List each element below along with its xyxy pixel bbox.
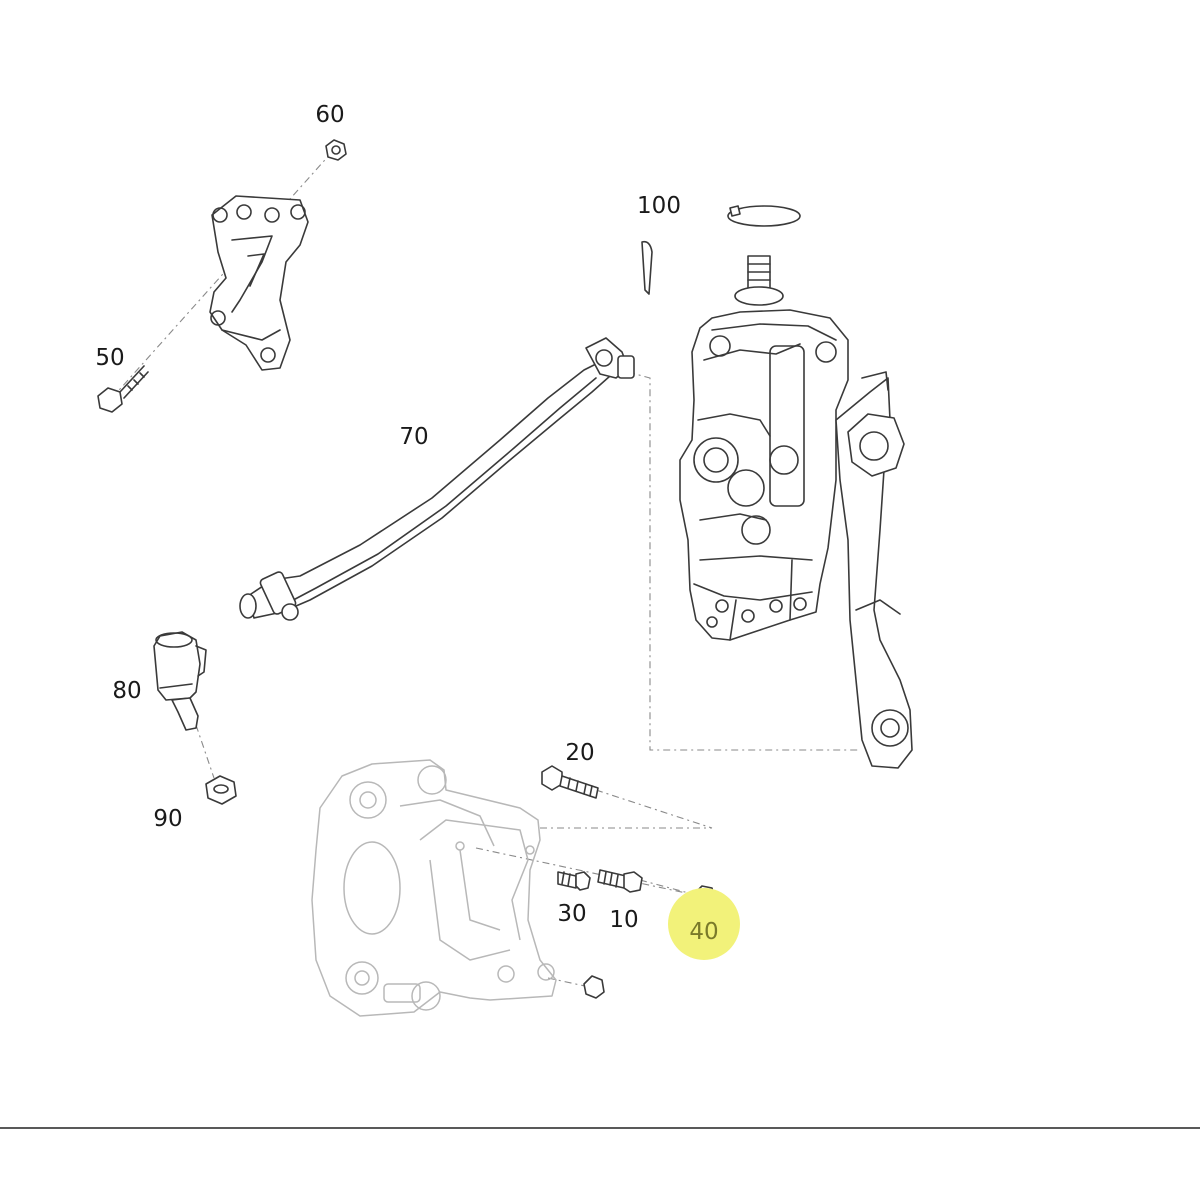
part-10-bolt[interactable]: [597, 869, 643, 893]
part-100-cotter-pin[interactable]: [641, 240, 653, 295]
callout-40[interactable]: 40: [689, 919, 718, 945]
part-60-nut[interactable]: [325, 139, 347, 161]
part-90-nut[interactable]: [205, 775, 237, 805]
part-20-bolt[interactable]: [541, 765, 599, 799]
callout-60[interactable]: 60: [315, 102, 344, 128]
callout-10[interactable]: 10: [609, 907, 638, 933]
support-bracket[interactable]: [209, 195, 309, 371]
callout-90[interactable]: 90: [153, 806, 182, 832]
callout-40-highlight: [668, 888, 740, 960]
part-80-ball-joint[interactable]: [153, 631, 207, 731]
callout-30[interactable]: 30: [557, 901, 586, 927]
callout-100[interactable]: 100: [637, 193, 681, 219]
callout-70[interactable]: 70: [399, 424, 428, 450]
part-30-bolt[interactable]: [557, 871, 591, 891]
part-70-drag-link[interactable]: [239, 337, 635, 621]
part-50-bolt[interactable]: [97, 365, 149, 413]
steering-gear-box[interactable]: [679, 255, 913, 769]
callout-80[interactable]: 80: [112, 678, 141, 704]
callout-20[interactable]: 20: [565, 740, 594, 766]
bracket-nut[interactable]: [583, 975, 605, 999]
callout-50[interactable]: 50: [95, 345, 124, 371]
mounting-bracket-ghost: [311, 759, 557, 1017]
hose-clamp[interactable]: [727, 205, 801, 227]
